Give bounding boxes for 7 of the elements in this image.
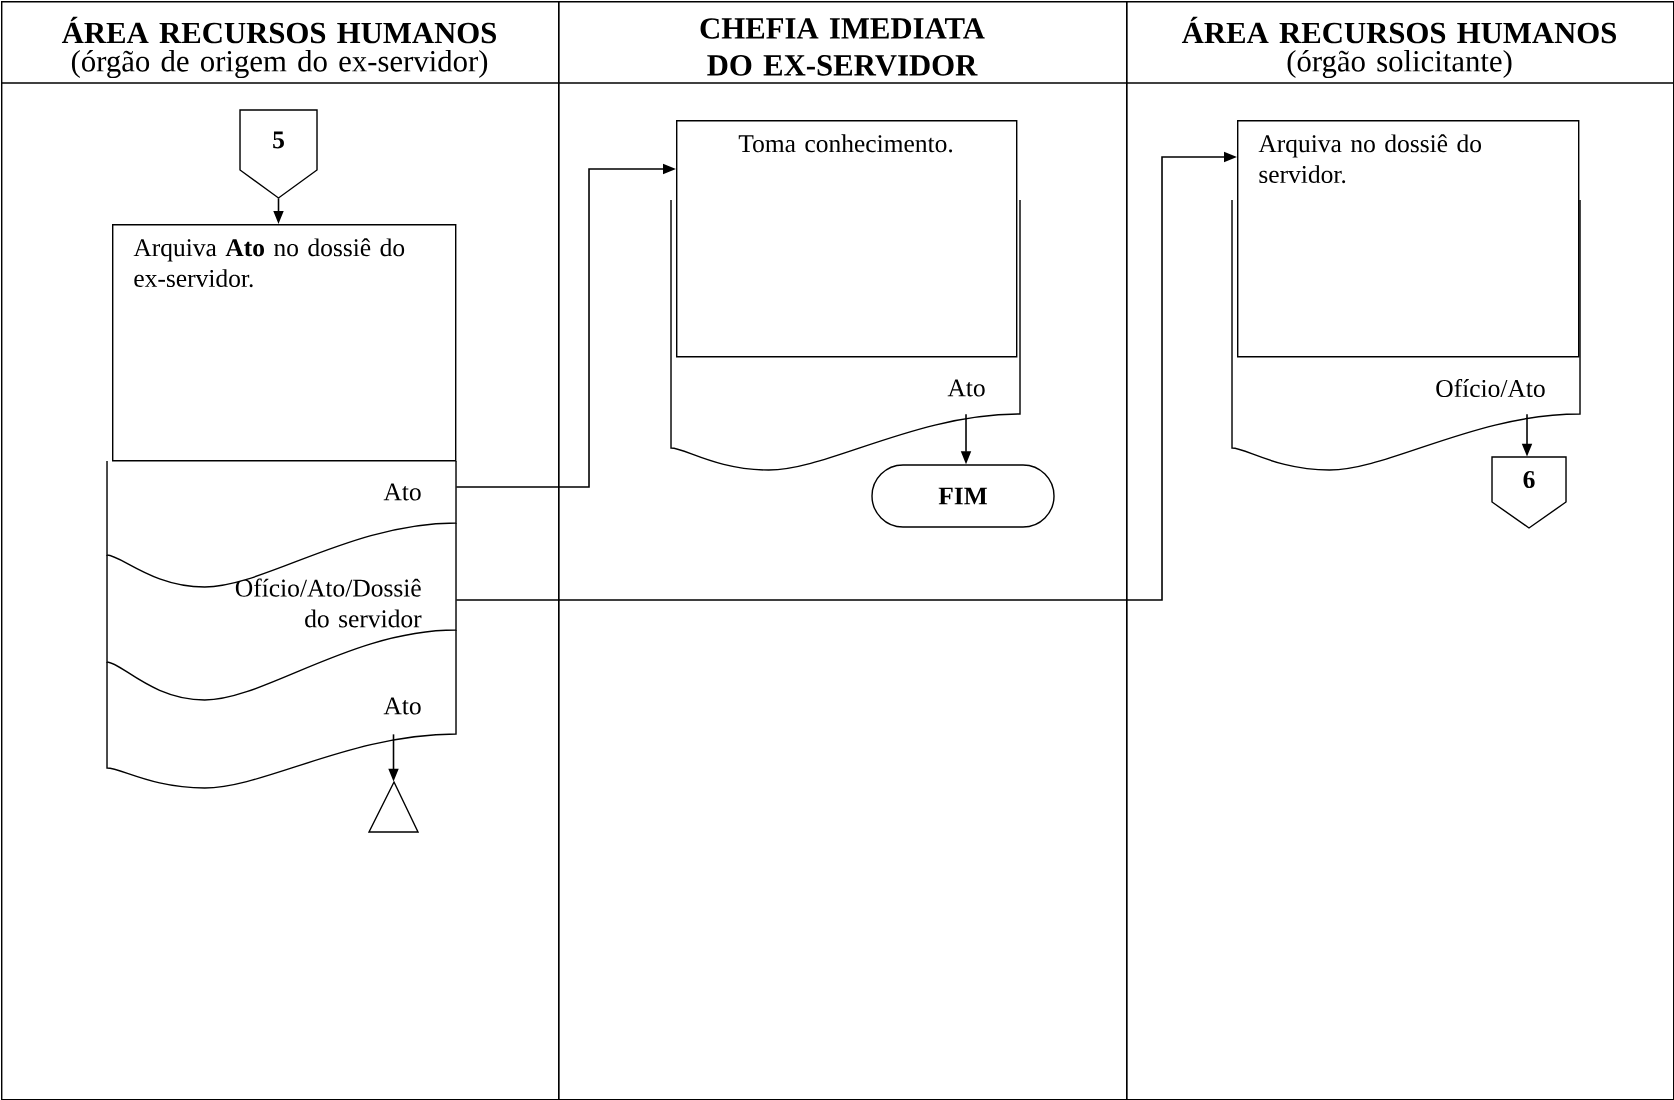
- process-box: Toma conhecimento.: [676, 120, 1018, 358]
- process-box: Arquiva no dossiê do servidor.: [1237, 120, 1580, 358]
- offpage-connector: 6: [1491, 456, 1567, 529]
- offpage-connector: 5: [239, 109, 318, 199]
- terminator: FIM: [871, 464, 1055, 528]
- process-box: Arquiva Ato no dossiê do ex-servidor.: [112, 224, 457, 462]
- node-label: Ato: [383, 483, 421, 501]
